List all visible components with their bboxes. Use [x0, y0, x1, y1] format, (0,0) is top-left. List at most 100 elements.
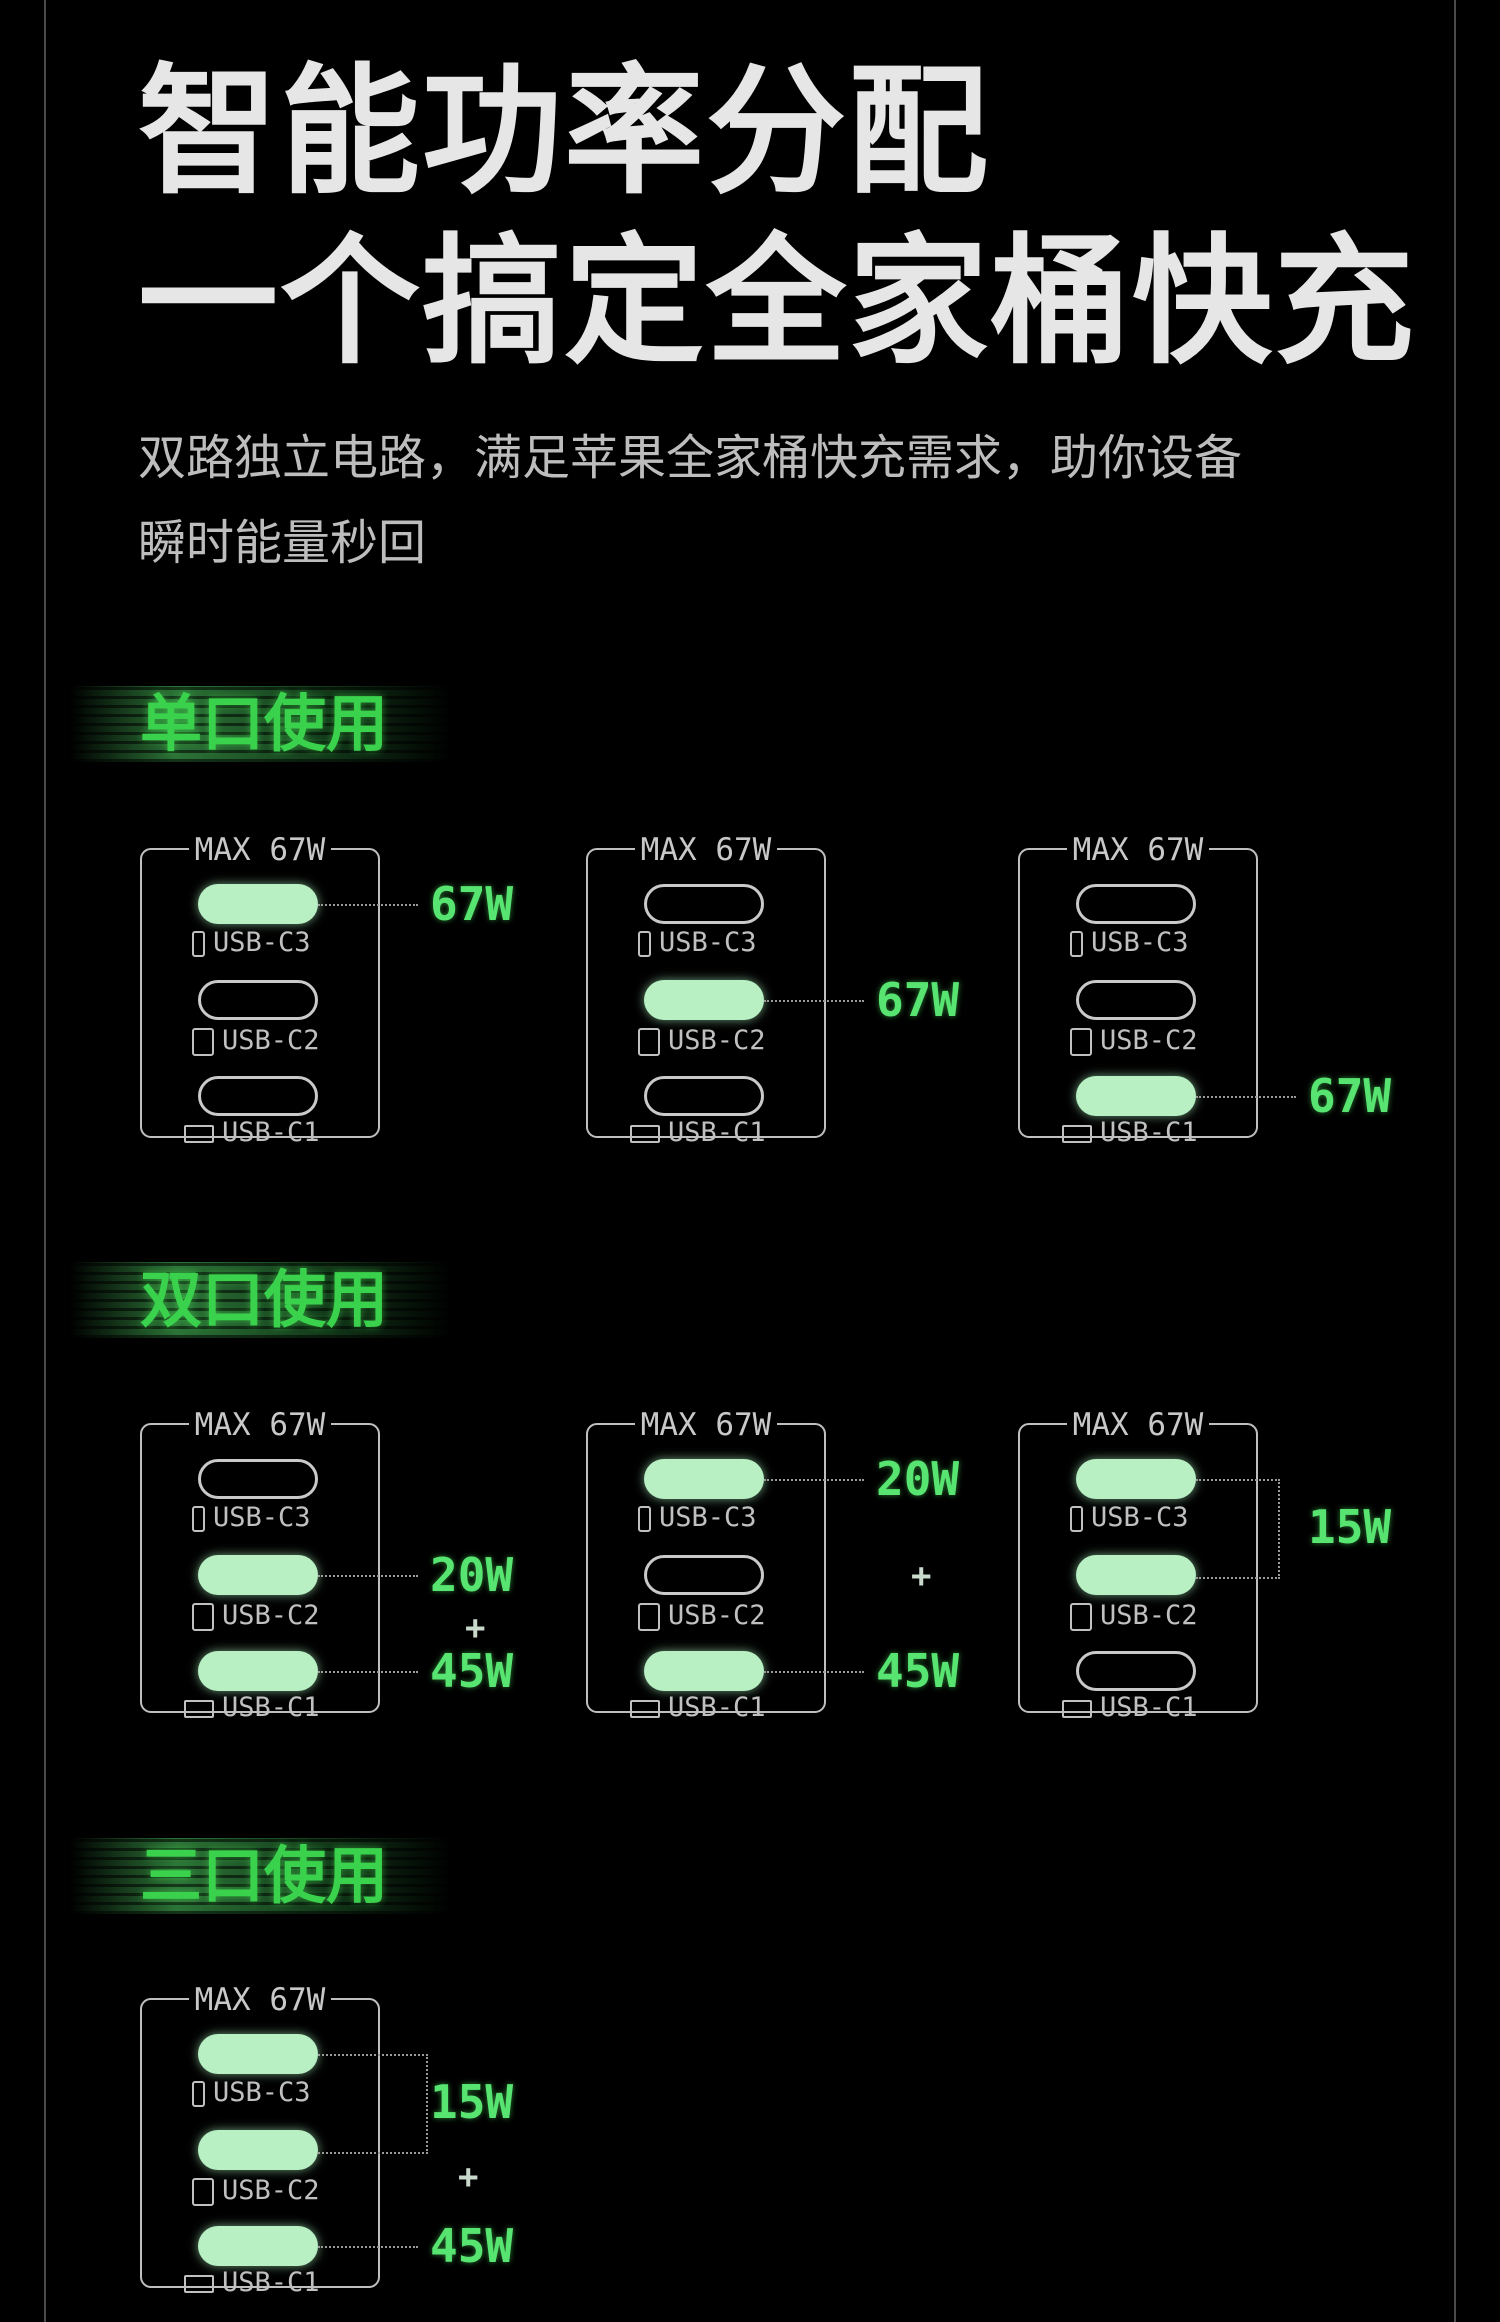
- section-title: 双口使用: [140, 1263, 389, 1336]
- usb-c3-label: USB-C3: [1070, 1503, 1189, 1533]
- usb-c1-port: [644, 1076, 764, 1116]
- laptop-icon: [184, 1124, 214, 1143]
- usb-c1-label: USB-C1: [630, 1693, 766, 1723]
- section-header-single-port: 单口使用: [70, 686, 450, 762]
- watt-label: 67W: [1308, 1069, 1392, 1123]
- usb-c2-port: [198, 980, 318, 1020]
- usb-c2-port: [1076, 1555, 1196, 1595]
- phone-icon: [192, 1505, 205, 1532]
- usb-c1-label: USB-C1: [184, 2268, 320, 2298]
- phone-icon: [1070, 1505, 1083, 1532]
- watt-label: 45W: [430, 2219, 514, 2273]
- leader-line: [318, 904, 418, 906]
- laptop-icon: [630, 1124, 660, 1143]
- tablet-icon: [638, 1027, 660, 1056]
- watt-label: 67W: [430, 877, 514, 931]
- usb-c1-port: [1076, 1651, 1196, 1691]
- bracket-line: [318, 2054, 428, 2154]
- usb-c2-label: USB-C2: [192, 1601, 320, 1631]
- usb-c2-port: [644, 1555, 764, 1595]
- watt-label: 20W: [876, 1452, 960, 1506]
- max-power-label: MAX 67W: [140, 832, 380, 868]
- phone-icon: [192, 930, 205, 957]
- usb-c2-label: USB-C2: [638, 1601, 766, 1631]
- leader-line: [764, 1671, 864, 1673]
- max-power-label: MAX 67W: [586, 832, 826, 868]
- subtitle-line-1: 双路独立电路，满足苹果全家桶快充需求，助你设备: [138, 430, 1243, 486]
- usb-c2-port: [198, 1555, 318, 1595]
- bracket-line: [1196, 1479, 1280, 1579]
- usb-c3-port: [198, 884, 318, 924]
- usb-c3-label: USB-C3: [192, 928, 311, 958]
- laptop-icon: [184, 2274, 214, 2293]
- tablet-icon: [1070, 1027, 1092, 1056]
- headline-line-1: 智能功率分配: [138, 51, 991, 214]
- usb-c3-port: [198, 2034, 318, 2074]
- plus-sign: +: [458, 2157, 479, 2197]
- usb-c2-port: [644, 980, 764, 1020]
- section-title: 单口使用: [140, 687, 389, 760]
- laptop-icon: [1062, 1124, 1092, 1143]
- plus-sign: +: [911, 1556, 932, 1596]
- usb-c1-port: [198, 1651, 318, 1691]
- watt-label: 67W: [876, 973, 960, 1027]
- usb-c3-port: [1076, 884, 1196, 924]
- usb-c1-port: [1076, 1076, 1196, 1116]
- usb-c3-port: [644, 1459, 764, 1499]
- usb-c1-port: [644, 1651, 764, 1691]
- usb-c2-label: USB-C2: [192, 1026, 320, 1056]
- phone-icon: [1070, 930, 1083, 957]
- section-header-dual-port: 双口使用: [70, 1262, 450, 1338]
- usb-c2-port: [1076, 980, 1196, 1020]
- usb-c1-label: USB-C1: [630, 1118, 766, 1148]
- usb-c3-label: USB-C3: [1070, 928, 1189, 958]
- usb-c3-port: [644, 884, 764, 924]
- right-border: [1454, 0, 1456, 2322]
- tablet-icon: [638, 1602, 660, 1631]
- usb-c3-label: USB-C3: [192, 1503, 311, 1533]
- usb-c2-label: USB-C2: [1070, 1601, 1198, 1631]
- usb-c1-port: [198, 1076, 318, 1116]
- max-power-label: MAX 67W: [1018, 832, 1258, 868]
- headline-line-2: 一个搞定全家桶快充: [138, 221, 1417, 384]
- usb-c1-label: USB-C1: [184, 1118, 320, 1148]
- watt-label: 15W: [1308, 1500, 1392, 1554]
- usb-c1-label: USB-C1: [1062, 1118, 1198, 1148]
- tablet-icon: [192, 2177, 214, 2206]
- max-power-label: MAX 67W: [140, 1407, 380, 1443]
- phone-icon: [192, 2080, 205, 2107]
- watt-label: 45W: [876, 1644, 960, 1698]
- usb-c2-label: USB-C2: [192, 2176, 320, 2206]
- max-power-label: MAX 67W: [1018, 1407, 1258, 1443]
- usb-c1-label: USB-C1: [1062, 1693, 1198, 1723]
- max-power-label: MAX 67W: [140, 1982, 380, 2018]
- usb-c1-port: [198, 2226, 318, 2266]
- max-power-label: MAX 67W: [586, 1407, 826, 1443]
- usb-c3-port: [1076, 1459, 1196, 1499]
- leader-line: [318, 2246, 418, 2248]
- usb-c2-port: [198, 2130, 318, 2170]
- phone-icon: [638, 1505, 651, 1532]
- plus-sign: +: [465, 1608, 486, 1648]
- tablet-icon: [1070, 1602, 1092, 1631]
- leader-line: [1196, 1096, 1296, 1098]
- watt-label: 15W: [430, 2075, 514, 2129]
- left-border: [44, 0, 46, 2322]
- laptop-icon: [1062, 1699, 1092, 1718]
- leader-line: [764, 1479, 864, 1481]
- usb-c3-label: USB-C3: [638, 1503, 757, 1533]
- leader-line: [318, 1575, 418, 1577]
- section-title: 三口使用: [140, 1839, 389, 1912]
- watt-label: 45W: [430, 1644, 514, 1698]
- laptop-icon: [630, 1699, 660, 1718]
- section-header-triple-port: 三口使用: [70, 1838, 450, 1914]
- tablet-icon: [192, 1027, 214, 1056]
- laptop-icon: [184, 1699, 214, 1718]
- leader-line: [764, 1000, 864, 1002]
- watt-label: 20W: [430, 1548, 514, 1602]
- phone-icon: [638, 930, 651, 957]
- subtitle-line-2: 瞬时能量秒回: [138, 515, 427, 571]
- usb-c3-port: [198, 1459, 318, 1499]
- usb-c2-label: USB-C2: [1070, 1026, 1198, 1056]
- usb-c3-label: USB-C3: [638, 928, 757, 958]
